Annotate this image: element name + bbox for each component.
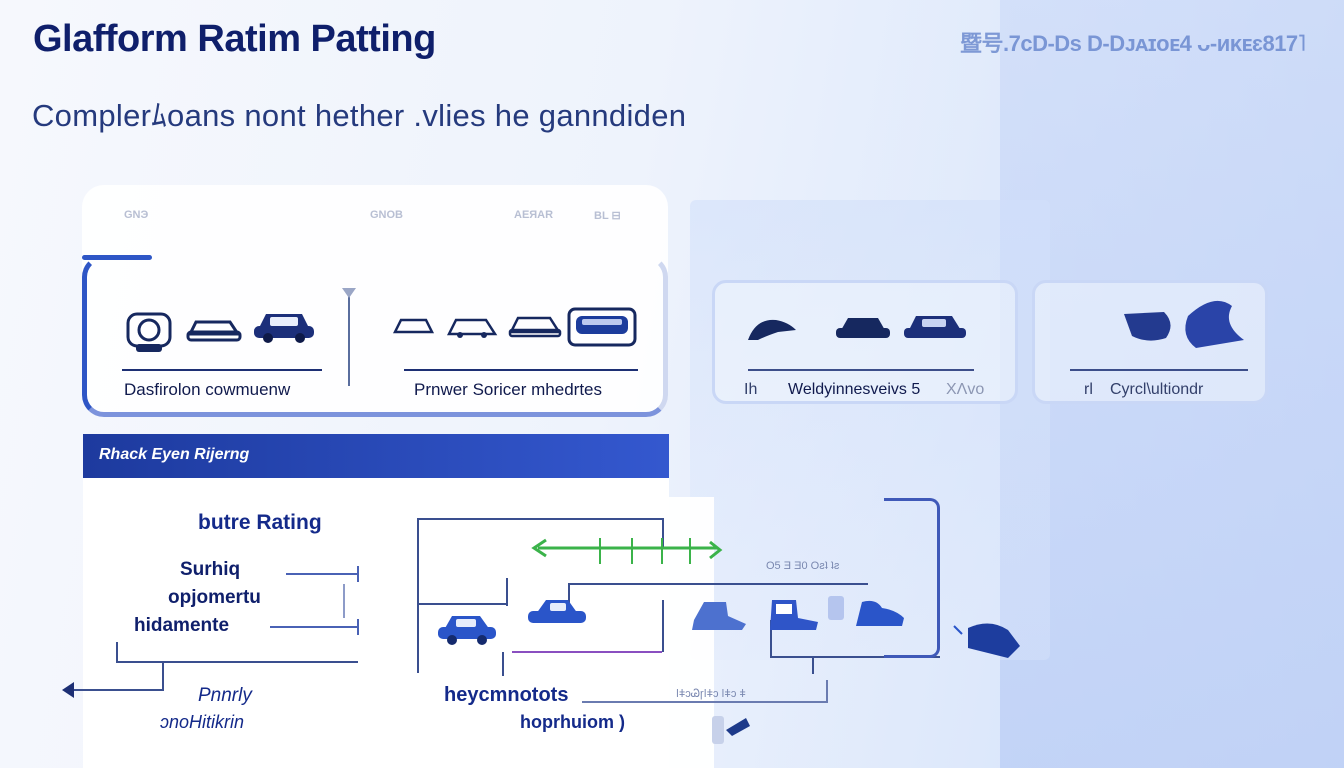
connector-line bbox=[812, 656, 814, 674]
diagram-label: Pnnrly bbox=[198, 685, 252, 706]
car-outline-icon bbox=[392, 318, 435, 334]
connector-line bbox=[770, 620, 772, 658]
diagram-label: hoprhuiom ) bbox=[520, 712, 625, 732]
diagram-label: hidamente bbox=[134, 615, 230, 636]
connector-line bbox=[506, 578, 508, 606]
divider-line bbox=[122, 369, 322, 371]
diagram-label: heycmnotots bbox=[444, 684, 569, 706]
group-label: Prnwer Soricer mhedrtes bbox=[414, 380, 603, 399]
selection-bracket bbox=[82, 255, 668, 417]
connector-line bbox=[568, 583, 868, 585]
car-icon bbox=[528, 600, 586, 623]
page-subtitle: Complerﾑoans nont hether .vlies he gannd… bbox=[32, 98, 687, 133]
funnel-icon bbox=[342, 288, 356, 298]
boot-icon bbox=[828, 596, 844, 620]
connector-line bbox=[582, 701, 828, 703]
boot-icon bbox=[953, 623, 1020, 658]
page-title: Glafform Ratim Patting bbox=[33, 18, 436, 60]
connector-line bbox=[512, 651, 662, 653]
bird-icon bbox=[748, 319, 796, 340]
connector-line bbox=[116, 661, 358, 663]
connector-line bbox=[417, 518, 663, 520]
bird-icon bbox=[712, 716, 750, 744]
background-block bbox=[690, 200, 1050, 660]
camera-icon bbox=[126, 312, 172, 352]
bracket-top-edge bbox=[82, 255, 152, 260]
shoe-icon bbox=[692, 602, 746, 630]
connector-line bbox=[357, 619, 359, 635]
divider-line bbox=[1070, 369, 1248, 371]
connector-line bbox=[116, 642, 118, 662]
diagram-label: opjomertu bbox=[168, 587, 261, 608]
top-right-label: 暨号.7cD-Ds D-Dᴊᴀɪᴏᴇ4 ᴗ-ᴎᴋᴇɛ817˥ bbox=[960, 31, 1306, 56]
connector-line bbox=[418, 603, 508, 605]
diagram-heading: butre Rating bbox=[198, 511, 322, 534]
car-icon bbox=[254, 314, 314, 343]
column-header: BL ⊟ bbox=[594, 210, 621, 222]
faint-label: ǀǂɔᏊɼǀǂɔ ǀǂɔ ǂ bbox=[676, 688, 746, 700]
right-label: XΛvo bbox=[946, 381, 985, 398]
section-bar: Rhack Eyen Rijerng bbox=[83, 434, 669, 478]
connector-line bbox=[568, 583, 570, 607]
car-outline-icon bbox=[446, 318, 498, 338]
divider-line bbox=[748, 369, 974, 371]
car-outline-icon bbox=[186, 320, 242, 342]
connector-line bbox=[343, 584, 345, 618]
right-label: Weldyinnesveivs 5 bbox=[788, 381, 921, 398]
group-label: Dasfirolon cowmuenw bbox=[124, 380, 291, 399]
car-outline-icon bbox=[508, 316, 562, 338]
separator bbox=[348, 292, 350, 386]
arrow-left-icon bbox=[531, 538, 723, 564]
boot-icon bbox=[1124, 300, 1244, 348]
faint-label: O5 Ǝ Ǝ0 Oƨʇ ʇƨ bbox=[766, 560, 840, 572]
connector-line bbox=[286, 573, 358, 575]
car-icon bbox=[438, 616, 496, 645]
top-card: GNЭ GNOB AEЯAR BL ⊟ bbox=[82, 185, 668, 417]
connector-line bbox=[826, 680, 828, 702]
connector-line bbox=[357, 566, 359, 582]
diagram-label: ɔnoHitikrin bbox=[160, 712, 245, 732]
right-label: rl bbox=[1084, 381, 1093, 398]
column-header: GNOB bbox=[370, 209, 403, 221]
connector-line bbox=[662, 518, 664, 548]
diagram-card-extension bbox=[669, 497, 714, 768]
connector-line bbox=[270, 626, 358, 628]
diagram-label: Surhiq bbox=[180, 559, 241, 580]
flow-bracket bbox=[884, 498, 940, 658]
connector-line bbox=[72, 689, 164, 691]
car-icon bbox=[904, 316, 966, 338]
connector-line bbox=[162, 661, 164, 691]
column-header: GNЭ bbox=[124, 209, 149, 221]
right-label: Ih bbox=[744, 381, 758, 398]
car-icon bbox=[836, 318, 890, 338]
boot-icon bbox=[770, 600, 818, 630]
right-group-box bbox=[712, 280, 1018, 404]
shoe-icon bbox=[856, 600, 904, 626]
sedan-icon bbox=[567, 307, 637, 347]
connector-line bbox=[770, 656, 940, 658]
arrow-left-icon bbox=[62, 682, 74, 698]
column-header: AEЯAR bbox=[514, 209, 554, 221]
connector-line bbox=[417, 518, 419, 673]
divider-line bbox=[404, 369, 638, 371]
connector-line bbox=[502, 652, 504, 676]
connector-line bbox=[662, 600, 664, 652]
right-label: Cyrcl\ultiondr bbox=[1110, 381, 1204, 398]
